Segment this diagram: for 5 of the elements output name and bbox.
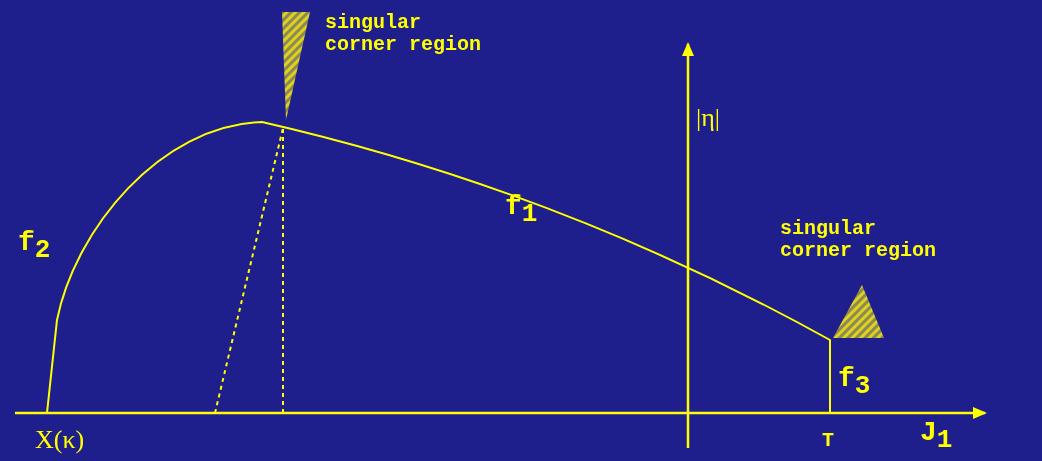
region-label: singular corner region [780, 218, 938, 262]
axis-label: |η| [696, 104, 720, 133]
region-label: singular corner region [325, 12, 483, 56]
tick-label: T [822, 430, 834, 452]
axis-label: X(κ) [35, 426, 85, 455]
